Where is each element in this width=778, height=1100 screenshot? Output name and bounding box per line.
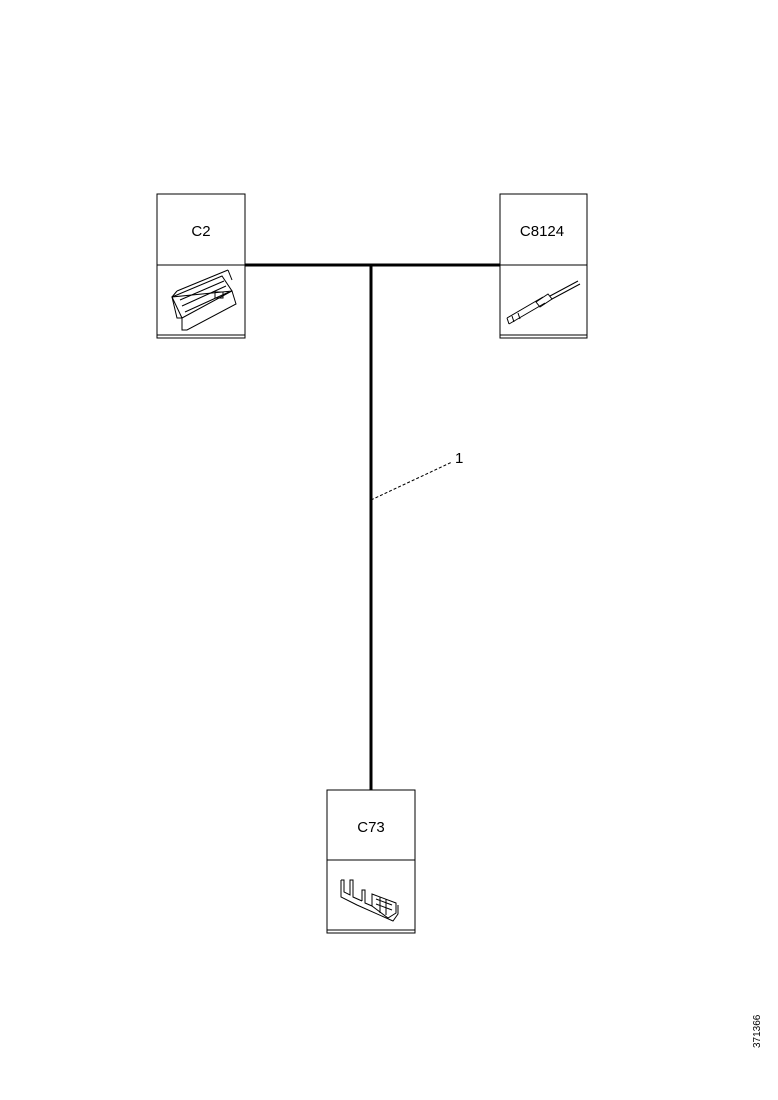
connector-c8124-label: C8124	[520, 223, 564, 240]
connector-c2-icon	[171, 269, 237, 331]
connector-c73[interactable]: C73	[326, 789, 416, 934]
callout-leader	[370, 461, 453, 501]
connector-c8124-frame	[499, 193, 588, 339]
document-id: 371366	[752, 1014, 763, 1048]
connector-c73-icon	[340, 879, 399, 922]
callout-1: 1	[370, 450, 463, 501]
connector-c2-label: C2	[191, 223, 210, 240]
wire-harness	[245, 263, 500, 790]
connector-c73-frame	[326, 789, 416, 934]
connector-c2[interactable]: C2	[156, 193, 246, 339]
connector-c8124[interactable]: C8124	[499, 193, 588, 339]
connector-c8124-icon	[506, 280, 581, 325]
callout-label: 1	[455, 450, 463, 467]
connector-c2-frame	[156, 193, 246, 339]
connector-c73-label: C73	[357, 819, 385, 836]
